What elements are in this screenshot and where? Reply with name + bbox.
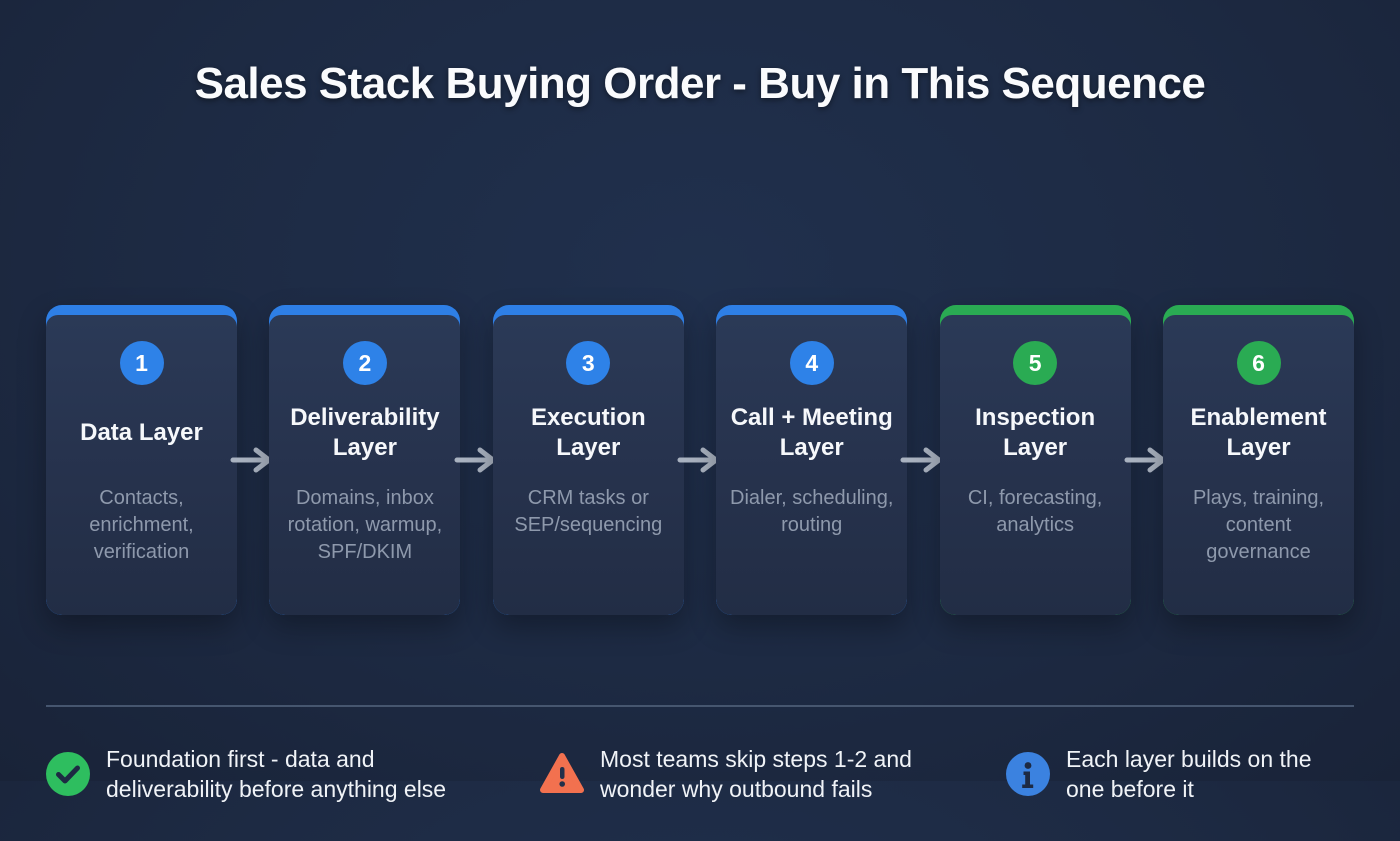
step-title: Deliverability Layer	[290, 404, 440, 461]
step-card-body: 6 Enablement Layer Plays, training, cont…	[1163, 315, 1355, 615]
step-description: Plays, training, content governance	[1192, 487, 1325, 563]
note-text: Each layer builds on the one before it	[1066, 746, 1312, 802]
note-foundation-first: Foundation first - data and deliverabili…	[46, 744, 540, 804]
step-card-body: 3 Execution Layer CRM tasks or SEP/seque…	[492, 315, 684, 615]
step-title: Enablement Layer	[1190, 404, 1327, 461]
step-title: Inspection Layer	[975, 404, 1096, 461]
step-card-body: 4 Call + Meeting Layer Dialer, schedulin…	[716, 315, 908, 615]
right-arrow-icon	[677, 447, 721, 473]
check-circle-icon	[46, 752, 90, 796]
right-arrow-icon	[900, 447, 944, 473]
step-card-body: 5 Inspection Layer CI, forecasting, anal…	[939, 315, 1131, 615]
step-title: Call + Meeting Layer	[730, 404, 893, 461]
step-description: CI, forecasting, analytics	[967, 487, 1103, 536]
step-number-badge: 5	[1013, 341, 1058, 385]
step-number-badge: 6	[1236, 341, 1281, 385]
flow-arrow	[677, 305, 721, 615]
step-description: Domains, inbox rotation, warmup, SPF/DKI…	[287, 487, 443, 563]
step-card-execution-layer: 3 Execution Layer CRM tasks or SEP/seque…	[492, 305, 684, 615]
step-card-inspection-layer: 5 Inspection Layer CI, forecasting, anal…	[939, 305, 1131, 615]
step-number-badge: 2	[342, 341, 387, 385]
page-title: Sales Stack Buying Order - Buy in This S…	[194, 59, 1206, 108]
flow-arrow	[900, 305, 944, 615]
step-title: Execution Layer	[530, 404, 646, 461]
step-card-data-layer: 1 Data Layer Contacts, enrichment, verif…	[46, 305, 237, 615]
right-arrow-icon	[454, 447, 497, 473]
step-number-badge: 1	[119, 341, 164, 385]
step-card-body: 1 Data Layer Contacts, enrichment, verif…	[46, 315, 237, 615]
flow-arrow	[1124, 305, 1167, 615]
step-description: Contacts, enrichment, verification	[89, 487, 194, 563]
footer-divider	[46, 705, 1354, 707]
right-arrow-icon	[230, 447, 274, 473]
note-text: Foundation first - data and deliverabili…	[106, 746, 447, 802]
note-layer-builds: Each layer builds on the one before it	[1006, 744, 1354, 804]
flow-arrow	[230, 305, 274, 615]
right-arrow-icon	[1124, 447, 1167, 473]
infographic-page: Sales Stack Buying Order - Buy in This S…	[0, 60, 1400, 841]
step-card-deliverability-layer: 2 Deliverability Layer Domains, inbox ro…	[269, 305, 461, 615]
step-description: CRM tasks or SEP/sequencing	[514, 487, 663, 536]
step-title: Data Layer	[80, 419, 203, 446]
note-teams-skip-steps: Most teams skip steps 1-2 and wonder why…	[540, 744, 1006, 804]
step-number-badge: 4	[789, 341, 834, 385]
flow-arrow	[454, 305, 497, 615]
note-text: Most teams skip steps 1-2 and wonder why…	[600, 746, 912, 802]
steps-flow: 1 Data Layer Contacts, enrichment, verif…	[46, 305, 1355, 615]
step-card-call-meeting-layer: 4 Call + Meeting Layer Dialer, schedulin…	[716, 305, 908, 615]
step-card-enablement-layer: 6 Enablement Layer Plays, training, cont…	[1163, 305, 1355, 615]
step-number-badge: 3	[566, 341, 611, 385]
step-description: Dialer, scheduling, routing	[730, 487, 894, 536]
footer-notes: Foundation first - data and deliverabili…	[46, 744, 1354, 804]
step-card-body: 2 Deliverability Layer Domains, inbox ro…	[269, 315, 461, 615]
info-circle-icon	[1006, 752, 1050, 796]
warning-triangle-icon	[540, 753, 584, 793]
